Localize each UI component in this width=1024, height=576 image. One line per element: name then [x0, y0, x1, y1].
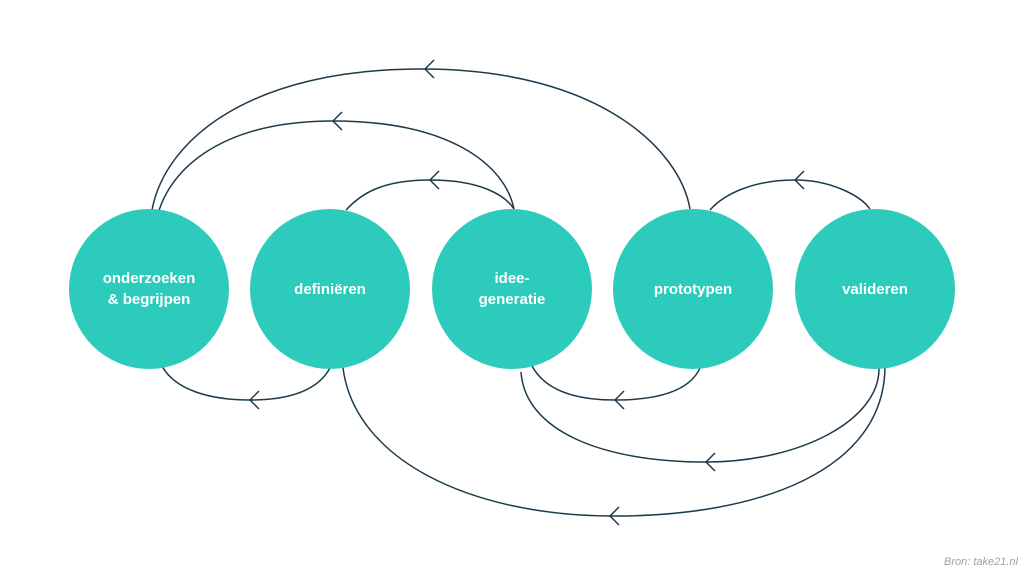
node-label: valideren: [842, 280, 908, 298]
node-valideren: valideren: [795, 209, 955, 369]
arrowhead-icon: [793, 170, 805, 190]
arrowhead-icon: [704, 452, 716, 472]
node-onderzoeken: onderzoeken & begrijpen: [69, 209, 229, 369]
node-label: onderzoeken & begrijpen: [102, 270, 196, 308]
arrowhead-icon: [331, 111, 343, 131]
node-definieren: definiëren: [250, 209, 410, 369]
arrowhead-icon: [248, 390, 260, 410]
node-prototypen: prototypen: [613, 209, 773, 369]
edge-prototypen-to-onderzoeken: [151, 68, 691, 211]
arrowhead-icon: [613, 390, 625, 410]
arrowhead-icon: [608, 506, 620, 526]
source-credit: Bron: take21.nl: [944, 556, 1018, 568]
node-ideegeneratie: idee- generatie: [432, 209, 592, 369]
arrowhead-icon: [423, 59, 435, 79]
edge-ideegeneratie-to-definieren: [345, 179, 515, 211]
edge-ideegeneratie-to-prototypen: [531, 365, 701, 401]
arrowhead-icon: [428, 170, 440, 190]
edge-valideren-to-ideegeneratie: [520, 367, 880, 463]
edge-onderzoeken-to-definieren: [161, 365, 331, 401]
edge-definieren-to-valideren: [342, 365, 886, 517]
edge-valideren-to-prototypen: [709, 179, 871, 211]
edge-ideegeneratie-to-onderzoeken: [157, 120, 515, 215]
connections: [151, 59, 886, 526]
node-label: prototypen: [653, 280, 733, 298]
node-label: definiëren: [294, 280, 366, 298]
node-label: idee- generatie: [478, 270, 546, 308]
